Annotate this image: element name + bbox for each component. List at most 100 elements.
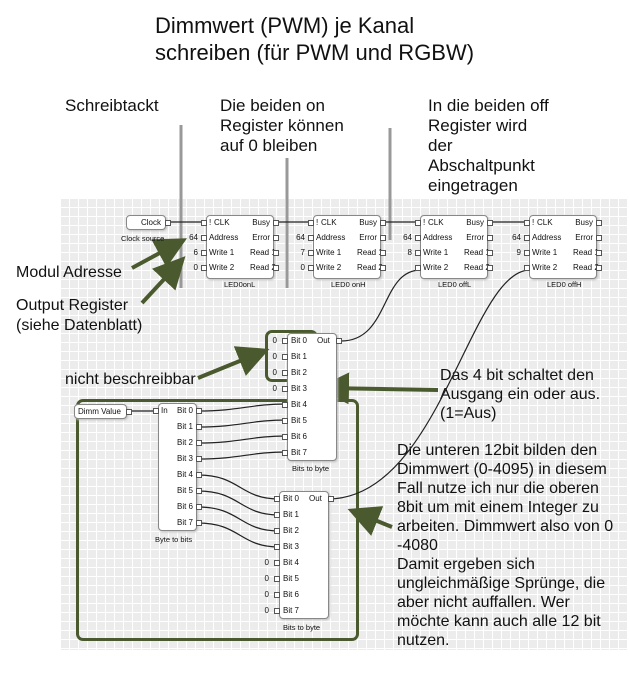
led-block-0[interactable] — [206, 215, 274, 279]
led-1-address-pin[interactable] — [308, 235, 314, 241]
led-0-clk-pin[interactable] — [201, 220, 207, 226]
led-1-caption: LED0 onH — [331, 280, 366, 289]
arrow-modul-adresse — [131, 238, 188, 270]
led-1-write1-pin[interactable] — [308, 250, 314, 256]
led-1-write2-label: Write 2 — [316, 263, 342, 272]
b2b-bit6-pin[interactable] — [196, 504, 202, 510]
btb-bottom-bit4-pin[interactable] — [274, 560, 280, 566]
led-3-address-label: Address — [532, 233, 562, 242]
btb-top-out-label: Out — [317, 336, 330, 345]
btb-bottom-bit7-pin[interactable] — [274, 608, 280, 614]
btb-bottom-bit7-label: Bit 7 — [283, 606, 300, 615]
btb-bottom-bit3-pin[interactable] — [274, 544, 280, 550]
led-1-read2-label: Read 2 — [357, 263, 383, 272]
led-block-1[interactable] — [313, 215, 381, 279]
annotation-on-register: Die beiden on Register können auf 0 blei… — [220, 96, 344, 155]
btb-top-bit5-pin[interactable] — [282, 418, 288, 424]
led-2-busy-pin[interactable] — [487, 220, 493, 226]
btb-bottom-bit0-pin[interactable] — [274, 496, 280, 502]
led-block-2[interactable] — [420, 215, 488, 279]
led-3-write2-pin[interactable] — [524, 265, 530, 271]
led-0-write1-pin[interactable] — [201, 250, 207, 256]
clock-label: Clock — [140, 218, 161, 227]
led-2-write1-value: 8 — [407, 248, 412, 257]
led-block-3[interactable] — [529, 215, 597, 279]
bits-to-byte-bottom-node[interactable] — [279, 491, 329, 619]
led-0-error-pin[interactable] — [273, 235, 279, 241]
byte-to-bits-node[interactable] — [158, 403, 197, 531]
led-3-write1-pin[interactable] — [524, 250, 530, 256]
led-0-busy-label: Busy — [252, 218, 270, 227]
btb-bottom-bit6-value: 0 — [264, 590, 269, 599]
led-0-write2-pin[interactable] — [201, 265, 207, 271]
led-3-clk-pin[interactable] — [524, 220, 530, 226]
btb-top-out-pin[interactable] — [336, 338, 342, 344]
b2b-bit1-pin[interactable] — [196, 424, 202, 430]
led-1-clk-pin[interactable] — [308, 220, 314, 226]
dimm-value-node[interactable]: Dimm Value — [74, 404, 127, 419]
bits-to-byte-top-node[interactable] — [287, 333, 337, 461]
btb-top-bit0-label: Bit 0 — [291, 336, 308, 345]
led-1-read2-pin[interactable] — [380, 265, 386, 271]
btb-bottom-out-pin[interactable] — [328, 496, 334, 502]
btb-bottom-bit2-pin[interactable] — [274, 528, 280, 534]
led-0-address-pin[interactable] — [201, 235, 207, 241]
led-3-address-pin[interactable] — [524, 235, 530, 241]
arrow-output-register — [140, 256, 186, 305]
led-3-caption: LED0 offH — [547, 280, 582, 289]
b2b-in-pin[interactable] — [153, 408, 159, 414]
btb-bottom-bit7-value: 0 — [264, 606, 269, 615]
btb-bottom-bit5-label: Bit 5 — [283, 574, 300, 583]
dimm-value-out-pin[interactable] — [126, 409, 132, 415]
btb-top-bit2-value: 0 — [272, 368, 277, 377]
b2b-bit5-pin[interactable] — [196, 488, 202, 494]
led-2-write1-pin[interactable] — [415, 250, 421, 256]
led-0-busy-pin[interactable] — [273, 220, 279, 226]
b2b-bit7-pin[interactable] — [196, 520, 202, 526]
led-0-read1-pin[interactable] — [273, 250, 279, 256]
arrow-dimm-info — [347, 506, 393, 536]
b2b-bit7-label: Bit 7 — [177, 518, 194, 527]
b2b-bit2-pin[interactable] — [196, 440, 202, 446]
btb-bottom-bit1-pin[interactable] — [274, 512, 280, 518]
led-3-read1-pin[interactable] — [596, 250, 602, 256]
b2b-bit4-label: Bit 4 — [177, 470, 194, 479]
clock-out-pin[interactable] — [165, 220, 171, 226]
title-line-1: Dimmwert (PWM) je Kanal — [155, 13, 415, 38]
btb-top-bit2-pin[interactable] — [282, 370, 288, 376]
b2b-bit0-pin[interactable] — [196, 408, 202, 414]
btb-top-bit4-pin[interactable] — [282, 402, 288, 408]
led-2-write2-pin[interactable] — [415, 265, 421, 271]
b2b-bit3-pin[interactable] — [196, 456, 202, 462]
led-1-error-pin[interactable] — [380, 235, 386, 241]
led-2-read1-pin[interactable] — [487, 250, 493, 256]
led-0-read2-pin[interactable] — [273, 265, 279, 271]
clock-node[interactable]: Clock — [126, 215, 166, 230]
btb-bottom-bit5-pin[interactable] — [274, 576, 280, 582]
led-1-busy-pin[interactable] — [380, 220, 386, 226]
led-1-read1-pin[interactable] — [380, 250, 386, 256]
led-0-write2-value: 0 — [193, 263, 198, 272]
b2b-bit4-pin[interactable] — [196, 472, 202, 478]
btb-top-bit7-pin[interactable] — [282, 450, 288, 456]
led-0-write1-label: Write 1 — [209, 248, 235, 257]
led-3-error-pin[interactable] — [596, 235, 602, 241]
led-1-address-label: Address — [316, 233, 346, 242]
btb-top-bit0-pin[interactable] — [282, 338, 288, 344]
led-3-read2-pin[interactable] — [596, 265, 602, 271]
btb-bottom-bit6-pin[interactable] — [274, 592, 280, 598]
led-2-clk-pin[interactable] — [415, 220, 421, 226]
b2b-bit2-label: Bit 2 — [177, 438, 194, 447]
led-1-busy-label: Busy — [359, 218, 377, 227]
led-3-read1-label: Read 1 — [573, 248, 599, 257]
btb-top-bit1-pin[interactable] — [282, 354, 288, 360]
led-2-error-pin[interactable] — [487, 235, 493, 241]
btb-top-bit6-pin[interactable] — [282, 434, 288, 440]
led-3-busy-pin[interactable] — [596, 220, 602, 226]
led-2-read2-pin[interactable] — [487, 265, 493, 271]
led-1-write2-pin[interactable] — [308, 265, 314, 271]
btb-top-bit1-label: Bit 1 — [291, 352, 308, 361]
btb-top-bit3-pin[interactable] — [282, 386, 288, 392]
led-2-address-pin[interactable] — [415, 235, 421, 241]
led-1-clk-flag: ! — [316, 218, 319, 227]
